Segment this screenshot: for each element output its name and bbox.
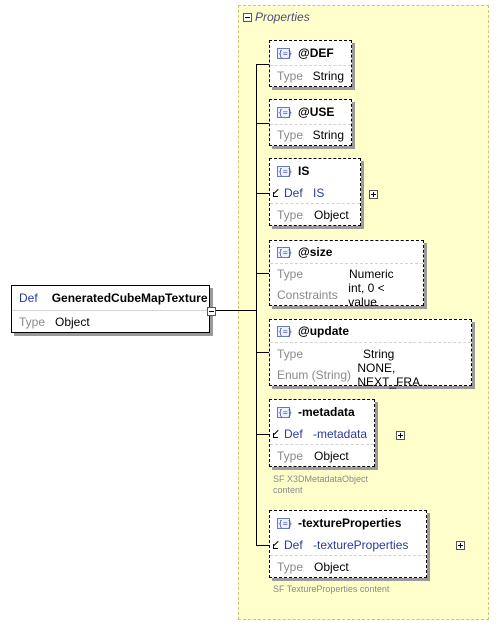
is-type-value: Object	[314, 207, 349, 222]
def-attribute-node[interactable]: {=} @DEF Type String	[269, 40, 352, 87]
attribute-icon: {=}	[277, 325, 293, 337]
update-type-key: Type	[277, 346, 304, 361]
root-name: GeneratedCubeMapTexture	[51, 291, 208, 305]
texture-properties-element-node[interactable]: {=} -textureProperties Def -texturePrope…	[269, 510, 427, 578]
root-type-key: Type	[19, 314, 46, 329]
texture-properties-element-name: -textureProperties	[298, 516, 402, 530]
metadata-def-value[interactable]: -metadata	[312, 427, 368, 441]
connector-metadata	[256, 434, 270, 435]
metadata-caption: SF X3DMetadataObject content	[273, 474, 368, 496]
is-type-key: Type	[277, 207, 304, 222]
root-def-keyword: Def	[19, 291, 38, 305]
size-attribute-name: @size	[298, 245, 333, 259]
connector-is	[256, 193, 270, 194]
attribute-icon: {=}	[277, 517, 293, 529]
metadata-def-keyword: Def	[284, 427, 303, 441]
use-attribute-node[interactable]: {=} @USE Type String	[269, 99, 352, 146]
texture-properties-def-keyword: Def	[284, 538, 303, 552]
size-type-value: Numeric	[349, 267, 394, 281]
connector-update	[256, 352, 270, 353]
size-constraints-value: int, 0 < value	[348, 280, 385, 309]
use-type-key: Type	[277, 128, 304, 142]
use-type-value: String	[312, 128, 344, 142]
texture-properties-expand-icon[interactable]	[456, 541, 466, 550]
is-def-keyword: Def	[284, 186, 303, 200]
metadata-type-key: Type	[277, 448, 304, 463]
connector-use	[256, 123, 270, 124]
def-type-value: String	[312, 69, 344, 83]
metadata-expand-icon[interactable]	[395, 431, 405, 440]
connector-def	[256, 64, 270, 65]
is-element-name: IS	[298, 164, 310, 178]
reference-arrow-icon	[273, 189, 281, 197]
metadata-caption-line1: SF X3DMetadataObject	[273, 474, 369, 484]
reference-arrow-icon	[273, 430, 281, 438]
metadata-type-value: Object	[314, 448, 349, 463]
root-connector	[212, 310, 256, 311]
root-collapse-icon[interactable]	[207, 307, 216, 316]
texture-properties-caption-line1: SF TextureProperties content	[273, 584, 390, 594]
connector-size	[256, 273, 270, 274]
collapse-icon[interactable]	[243, 12, 252, 22]
def-attribute-name: @DEF	[298, 46, 334, 60]
texture-properties-caption: SF TextureProperties content	[273, 584, 389, 595]
attribute-icon: {=}	[277, 106, 293, 118]
texture-properties-def-value[interactable]: -textureProperties	[313, 538, 409, 552]
size-type-key: Type	[277, 267, 304, 281]
connector-texture-properties	[256, 545, 270, 546]
is-element-node[interactable]: {=} IS Def IS Type Object	[269, 158, 361, 226]
attribute-icon: {=}	[277, 47, 293, 59]
is-expand-icon[interactable]	[369, 190, 379, 199]
metadata-element-node[interactable]: {=} -metadata Def -metadata Type Object	[269, 399, 375, 467]
update-enum-value: NONE, NEXT_FRA...	[357, 360, 431, 389]
properties-group-header[interactable]: Properties	[243, 9, 310, 25]
metadata-element-name: -metadata	[298, 405, 355, 419]
reference-arrow-icon	[273, 541, 281, 549]
attribute-icon: {=}	[277, 406, 293, 418]
size-attribute-node[interactable]: {=} @size Type Numeric Constraints int, …	[269, 240, 424, 309]
update-type-value: String	[363, 346, 395, 361]
is-def-value[interactable]: IS	[313, 186, 325, 200]
use-attribute-name: @USE	[298, 105, 335, 119]
def-type-key: Type	[277, 69, 304, 83]
metadata-caption-line2: content	[273, 485, 303, 495]
texture-properties-type-value: Object	[314, 559, 349, 574]
update-attribute-name: @update	[298, 324, 350, 338]
properties-group-label: Properties	[255, 10, 310, 24]
root-type-value: Object	[55, 314, 90, 329]
attribute-icon: {=}	[277, 165, 293, 177]
update-enum-key: Enum (String)	[277, 367, 352, 382]
attribute-icon: {=}	[277, 246, 293, 258]
texture-properties-type-key: Type	[277, 559, 304, 574]
root-node[interactable]: Def GeneratedCubeMapTexture Type Object	[11, 285, 210, 333]
properties-spine	[256, 64, 257, 546]
update-attribute-node[interactable]: {=} @update Type String Enum (String) NO…	[269, 319, 472, 389]
size-constraints-key: Constraints	[277, 287, 338, 302]
